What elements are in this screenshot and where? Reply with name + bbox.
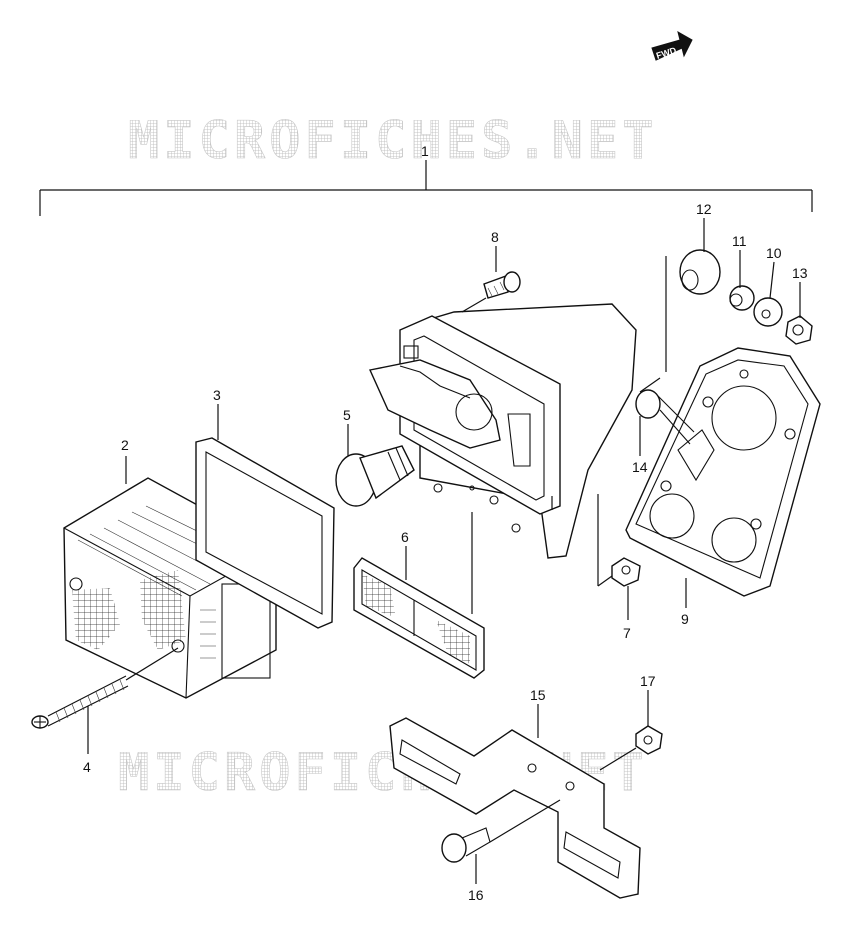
watermark-top: MICROFICHES.NET (128, 111, 658, 171)
callout-4: 4 (83, 759, 91, 775)
washer-part (753, 297, 783, 327)
callout-12: 12 (696, 201, 712, 217)
fwd-arrow-icon: FWD (651, 30, 693, 61)
spacer-part (729, 285, 755, 311)
screw-part (31, 647, 179, 729)
assembly-bracket (39, 160, 813, 216)
cushion-part (679, 249, 721, 295)
reflector-part (353, 557, 485, 679)
bolt-part (441, 827, 491, 863)
base-plate-part (625, 347, 821, 597)
bulb-part (335, 445, 415, 507)
callout-1: 1 (421, 143, 429, 159)
callout-10: 10 (766, 245, 782, 261)
callout-13: 13 (792, 265, 808, 281)
callout-8: 8 (491, 229, 499, 245)
callout-labels: 1 2 3 4 5 6 7 8 9 10 11 12 13 14 15 16 1… (83, 143, 808, 903)
callout-2: 2 (121, 437, 129, 453)
callout-14: 14 (632, 459, 648, 475)
nut-small-part (611, 557, 641, 587)
callout-5: 5 (343, 407, 351, 423)
callout-7: 7 (623, 625, 631, 641)
mounting-bracket-part (389, 717, 641, 899)
nut-part (785, 315, 813, 345)
callout-6: 6 (401, 529, 409, 545)
callout-11: 11 (732, 233, 747, 249)
callout-9: 9 (681, 611, 689, 627)
callout-17: 17 (640, 673, 656, 689)
small-screw-part (483, 271, 521, 299)
grommet-part (635, 389, 695, 445)
leader-lines (87, 218, 801, 884)
gasket-part (195, 437, 335, 629)
tail-light-housing-part (369, 303, 637, 559)
callout-15: 15 (530, 687, 546, 703)
callout-3: 3 (213, 387, 221, 403)
callout-16: 16 (468, 887, 484, 903)
